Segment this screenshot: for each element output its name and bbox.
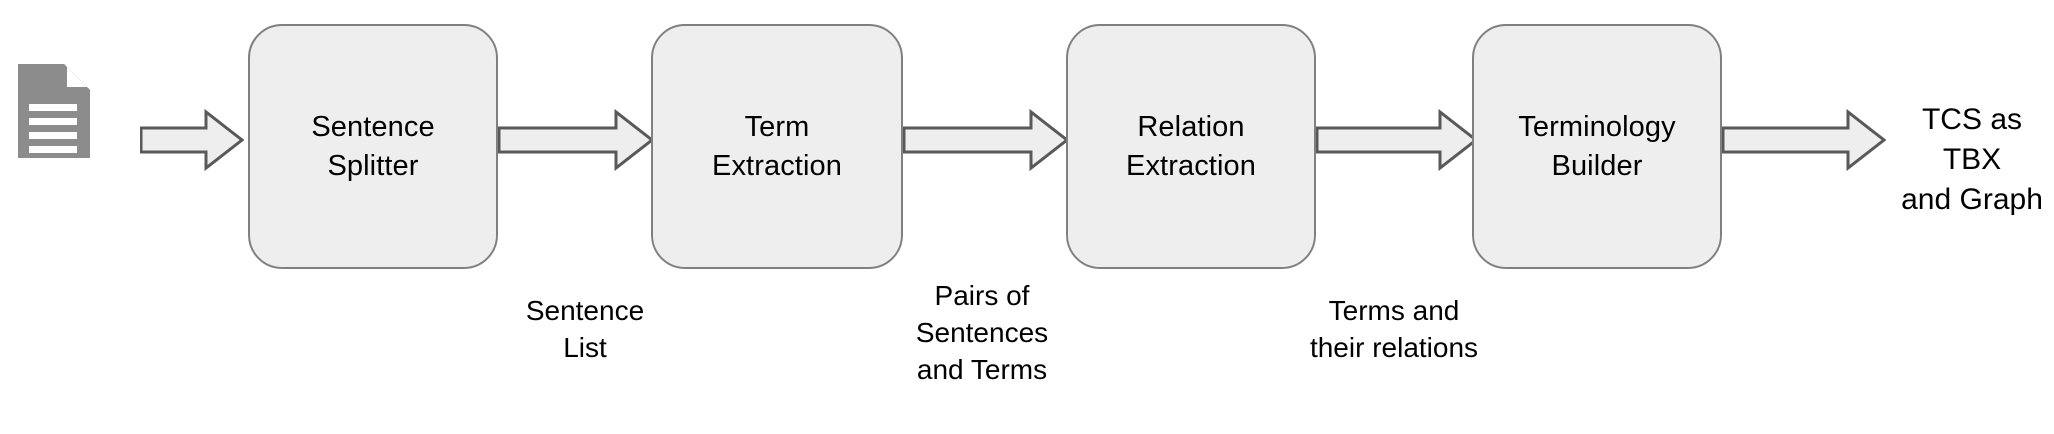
- output-label-tcs: TCS as TBX and Graph: [1901, 103, 2043, 216]
- arrow-doc-to-splitter: [140, 107, 244, 173]
- node-relation-extraction[interactable]: Relation Extraction: [1066, 24, 1316, 269]
- arrow-terminology-to-output: [1722, 107, 1886, 173]
- node-sentence-splitter[interactable]: Sentence Splitter: [248, 24, 498, 269]
- arrow-splitter-to-term: [498, 107, 654, 173]
- node-terminology-builder[interactable]: Terminology Builder: [1472, 24, 1722, 269]
- document-icon: [18, 64, 90, 158]
- node-term-extraction-label: Term Extraction: [712, 111, 842, 182]
- edge-label-sentence-list: Sentence List: [525, 295, 645, 364]
- node-relation-extraction-label: Relation Extraction: [1126, 111, 1256, 182]
- arrow-relation-to-terminology: [1316, 107, 1478, 173]
- node-sentence-splitter-label: Sentence Splitter: [311, 111, 435, 182]
- arrow-term-to-relation: [903, 107, 1069, 173]
- node-term-extraction[interactable]: Term Extraction: [651, 24, 903, 269]
- edge-label-terms-and-their-relations: Terms and their relations: [1309, 295, 1479, 364]
- edge-label-pairs-of-sentences-and-terms: Pairs of Sentences and Terms: [915, 280, 1049, 386]
- node-terminology-builder-label: Terminology Builder: [1518, 111, 1676, 182]
